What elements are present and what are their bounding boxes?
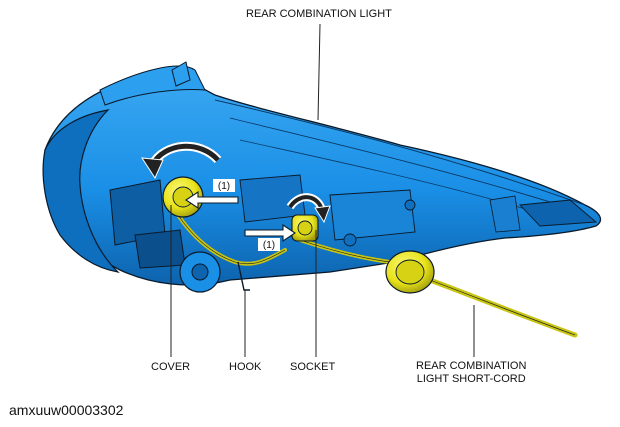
label-hook: HOOK [229,361,262,373]
label-short-cord-line2: LIGHT SHORT-CORD [416,373,526,385]
step-marker-2-box [258,238,280,251]
label-socket: SOCKET [290,361,336,373]
socket-part [291,214,319,242]
short-cord-grommet [385,250,435,294]
pull-arrow-socket [244,223,296,243]
leader-lines [170,23,475,357]
step-marker-1: (1) [218,181,230,192]
label-cover: COVER [151,361,191,373]
label-short-cord-line1: REAR COMBINATION [416,360,527,372]
cover-part [162,176,204,218]
leader-rear-light [317,23,321,121]
step-marker-1-box [213,179,235,192]
wiring-harness [176,213,578,338]
rotate-arrow-socket [286,193,331,224]
pull-arrow-cover [185,190,239,210]
label-short-cord: REAR COMBINATION LIGHT SHORT-CORD [416,360,526,386]
figure-id: amxuuw00003302 [9,402,124,418]
lamp-housing [42,61,602,293]
step-marker-2: (1) [263,240,275,251]
rotate-arrow-cover [141,141,222,180]
label-rear-combination-light: REAR COMBINATION LIGHT [246,8,392,20]
